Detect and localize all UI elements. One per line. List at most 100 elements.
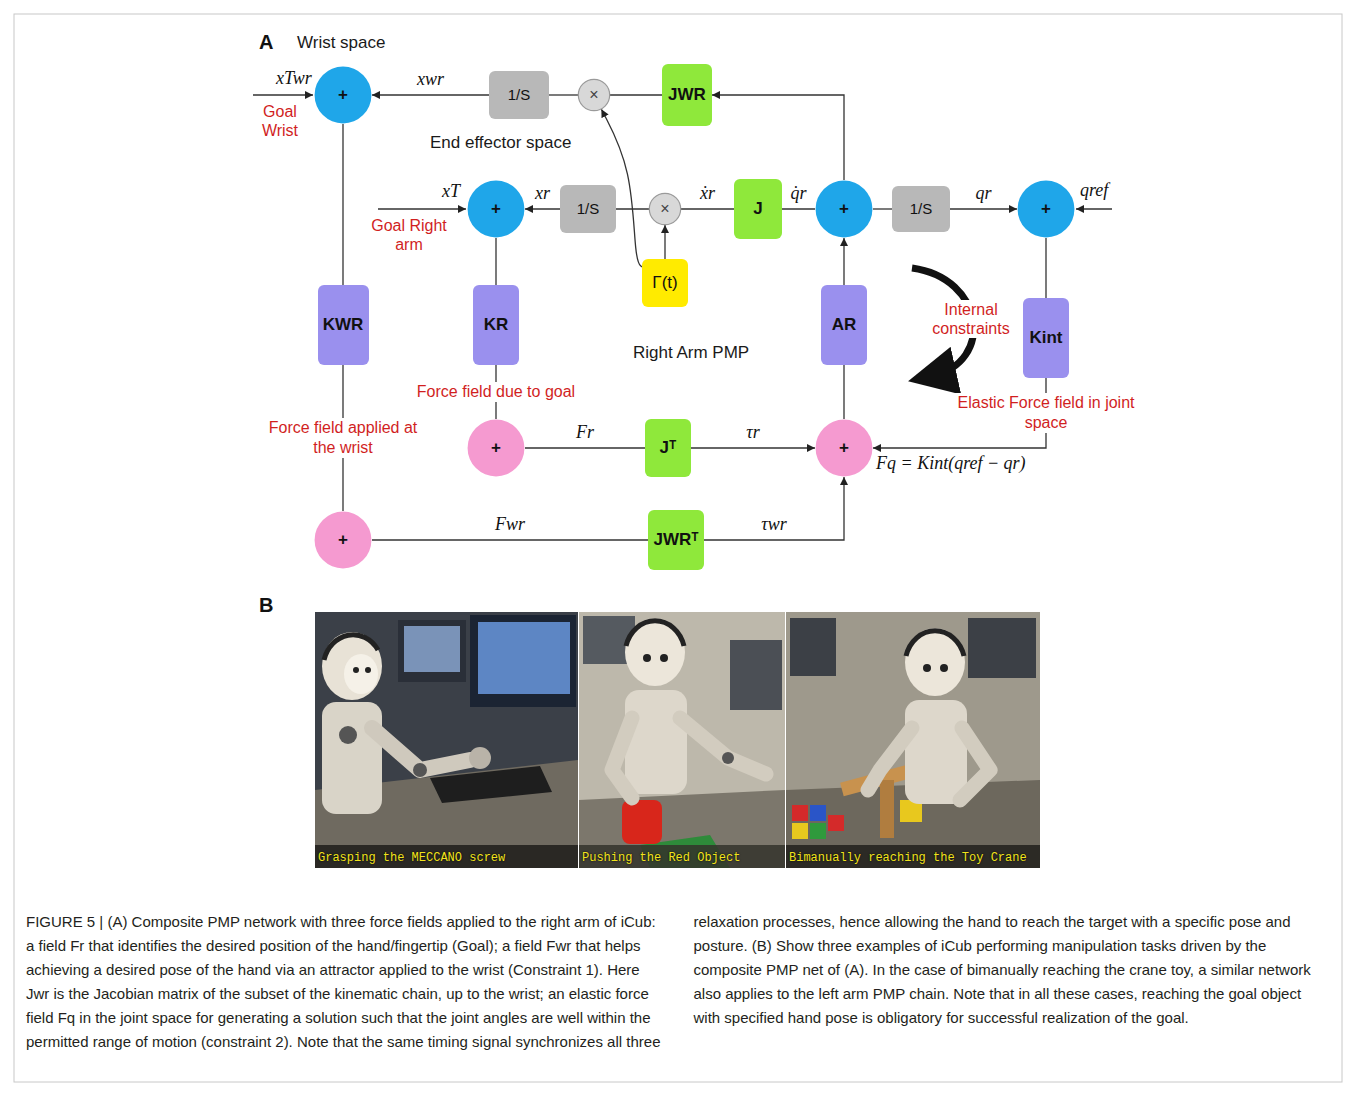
node-text: Kint [1029, 329, 1062, 348]
robot-head [905, 628, 965, 696]
node-shape [578, 79, 609, 110]
node-shape [816, 420, 873, 477]
signal-name: qref [1080, 180, 1108, 202]
signal-connector [372, 539, 648, 540]
node-text: × [660, 200, 669, 218]
photo-panel [315, 612, 578, 868]
node-text: JWR [668, 86, 706, 105]
annotation: Goal Wrist [253, 102, 307, 140]
signal-name: τwr [761, 513, 786, 536]
jacobian-box: Jᵀ [645, 419, 691, 477]
node-shape [734, 179, 782, 239]
formula: Fq = Kint(qref − qr) [876, 453, 1026, 475]
panel-letter: A [259, 30, 273, 54]
robot-head [322, 632, 382, 700]
node-shape [645, 419, 691, 477]
photo-panel [579, 612, 785, 868]
photo-panel [786, 612, 1040, 868]
node-text: Γ(t) [652, 274, 677, 293]
robot-headphones [324, 635, 378, 660]
node-shape [560, 185, 616, 233]
red-object [622, 800, 662, 844]
toy-block [792, 805, 808, 821]
input-arrow [1076, 208, 1112, 209]
annotation: Goal Right arm [370, 216, 448, 254]
robot-eye [940, 664, 948, 672]
node-shape [642, 259, 688, 307]
signal-name: xTwr [276, 68, 312, 90]
node-shape [892, 186, 950, 232]
signal-connector [691, 447, 815, 448]
toy-block [810, 823, 826, 839]
signal-connector [843, 238, 844, 285]
robot-joint [722, 752, 734, 764]
signal-connector [495, 238, 496, 285]
node-shape [1023, 298, 1069, 378]
photo-caption: Grasping the MECCANO screw [318, 851, 505, 865]
region-title: Wrist space [297, 33, 386, 53]
signal-name: xwr [417, 68, 444, 91]
node-shape [468, 420, 525, 477]
network-title: Right Arm PMP [633, 343, 749, 363]
signal-connector [782, 208, 815, 209]
edge-annotation: Elastic Force field in joint space [954, 393, 1138, 433]
signal-connector [712, 95, 844, 180]
node-text: J [753, 200, 762, 219]
signal-connector [681, 208, 734, 209]
node-shape [649, 193, 680, 224]
monitor [398, 620, 466, 682]
robot-face [344, 654, 378, 694]
input-arrow [378, 208, 466, 209]
node-shape [816, 181, 873, 238]
node-text: KWR [323, 316, 364, 335]
signal-connector [704, 477, 844, 540]
signal-connector [610, 94, 662, 95]
photo-caption: Bimanually reaching the Toy Crane [789, 851, 1027, 865]
robot-headphones [906, 631, 964, 656]
robot-body [625, 690, 687, 794]
force-sum-junction: + [815, 419, 873, 477]
signal-name: qr [975, 182, 991, 205]
sum-junction: + [467, 180, 525, 238]
node-text: 1/S [577, 201, 600, 218]
node-shape [662, 64, 712, 126]
robot-hand [469, 747, 491, 769]
signal-connector [843, 365, 844, 419]
signal-name: xr [535, 182, 550, 205]
node-text: + [338, 531, 348, 550]
monitor [730, 640, 782, 710]
toy-crane [880, 780, 894, 838]
robot-arm [680, 718, 766, 774]
gain-box: KR [473, 285, 519, 365]
signal-name: τr [746, 421, 759, 444]
desk [579, 790, 785, 868]
node-text: JWRᵀ [653, 531, 698, 550]
photo-background [579, 612, 785, 868]
multiplier-node: × [649, 193, 681, 225]
robot-arm [868, 728, 912, 790]
node-text: Jᵀ [660, 439, 677, 458]
robot-eye [643, 654, 651, 662]
force-sum-junction: + [314, 511, 372, 569]
signal-name: ẋr [700, 182, 715, 205]
signal-name: Fwr [495, 513, 525, 536]
integrator-box: 1/S [560, 185, 616, 233]
robot-body [905, 700, 967, 804]
jacobian-box: JWRᵀ [648, 510, 704, 570]
node-text: 1/S [910, 201, 933, 218]
multiplier-node: × [578, 79, 610, 111]
toy-block [792, 823, 808, 839]
signal-connector [664, 225, 665, 259]
robot-joint [413, 763, 427, 777]
node-shape [821, 285, 867, 365]
jacobian-box: JWR [662, 64, 712, 126]
toy-block [810, 805, 826, 821]
desk-edge [315, 845, 578, 868]
node-text: + [491, 439, 501, 458]
input-arrow [253, 94, 313, 95]
node-text: + [839, 200, 849, 219]
robot-arm [960, 728, 990, 800]
monitor-screen [478, 622, 570, 694]
monitor [968, 618, 1036, 678]
gain-box: Kint [1023, 298, 1069, 378]
